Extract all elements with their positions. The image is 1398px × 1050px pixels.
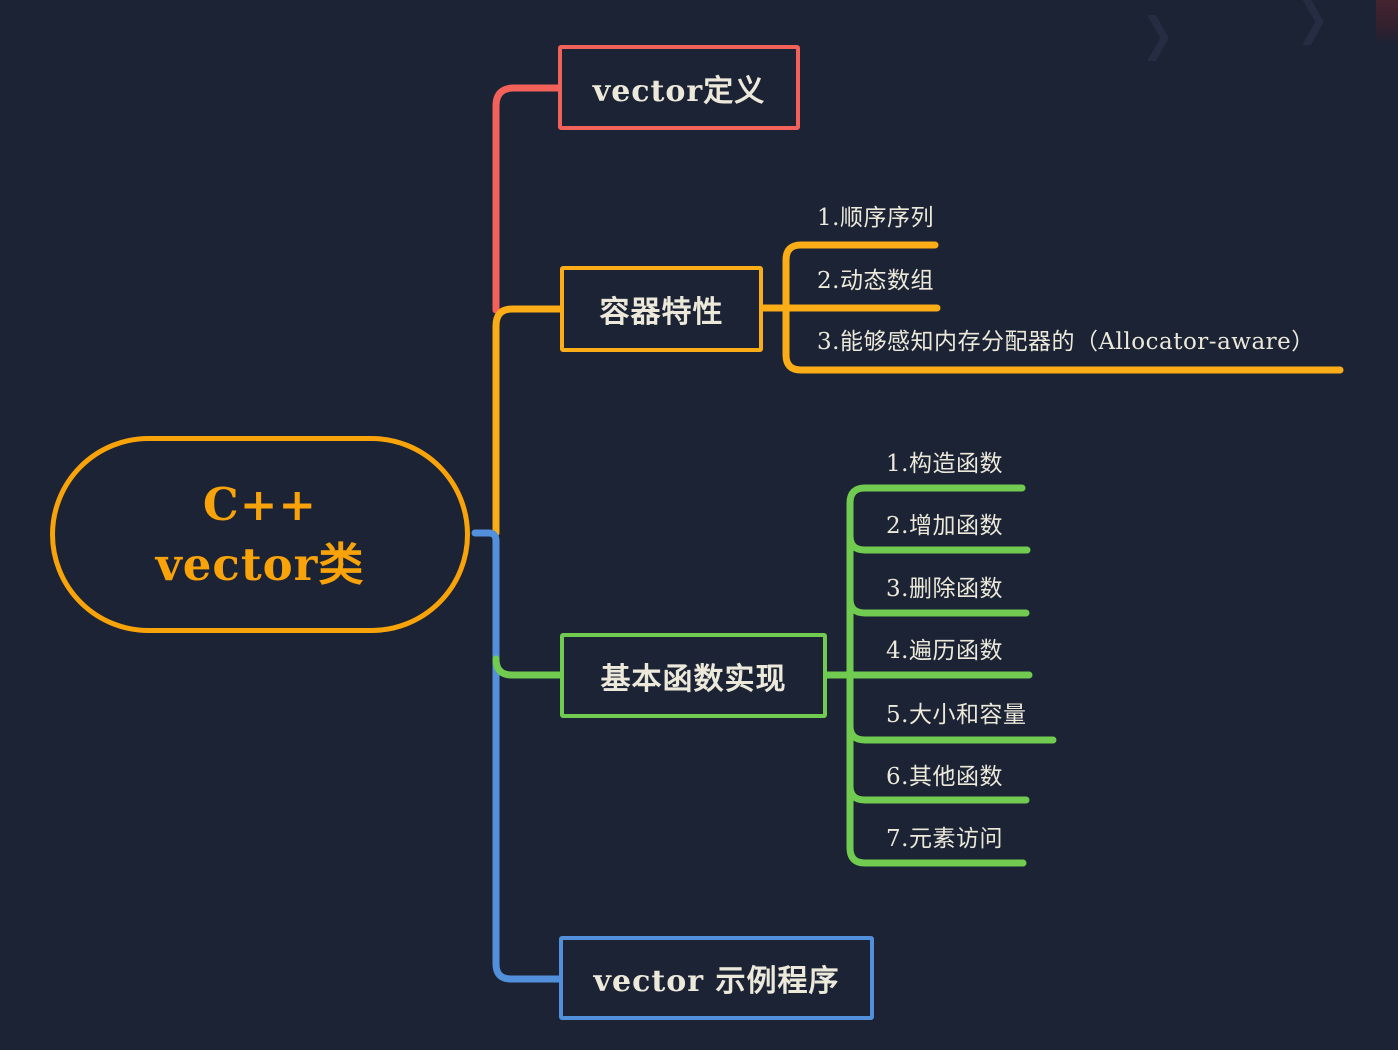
node-basic-functions[interactable]: 基本函数实现: [560, 633, 827, 718]
leaf-element-access[interactable]: 7.元素访问: [886, 826, 1003, 852]
node-vector-definition[interactable]: vector定义: [558, 45, 800, 130]
watermark-chevron-icon: ❯: [1296, 0, 1330, 46]
leaf-delete-functions[interactable]: 3.删除函数: [886, 576, 1003, 602]
leaf-size-capacity[interactable]: 5.大小和容量: [886, 702, 1027, 728]
leaf-constructor[interactable]: 1.构造函数: [886, 451, 1003, 477]
node-vector-demo[interactable]: vector 示例程序: [559, 936, 874, 1020]
leaf-traverse-functions[interactable]: 4.遍历函数: [886, 638, 1003, 664]
connector-yellow-branch: [492, 305, 565, 537]
leaf-dynamic-array[interactable]: 2.动态数组: [817, 268, 934, 294]
node-container-features[interactable]: 容器特性: [560, 266, 763, 352]
leaf-add-functions[interactable]: 2.增加函数: [886, 513, 1003, 539]
root-label-line2: vector类: [155, 537, 365, 591]
watermark-corner-patch: [1376, 0, 1398, 46]
leaf-other-functions[interactable]: 6.其他函数: [886, 764, 1003, 790]
connector-blue-branch: [471, 529, 564, 983]
root-label-line1: C++: [202, 478, 318, 532]
connector-green-branch: [492, 655, 565, 679]
connector-green-child-3: [846, 595, 1030, 617]
root-node[interactable]: C++ vector类: [50, 436, 470, 633]
leaf-allocator-aware[interactable]: 3.能够感知内存分配器的（Allocator-aware）: [817, 329, 1315, 355]
connector-green-child-5: [846, 722, 1057, 744]
leaf-sequence[interactable]: 1.顺序序列: [817, 205, 934, 231]
connector-red-branch: [492, 84, 564, 314]
connector-green-child-2: [846, 532, 1031, 554]
watermark-chevron-icon: ❯: [1141, 8, 1175, 62]
connector-green-child-6: [846, 782, 1030, 804]
